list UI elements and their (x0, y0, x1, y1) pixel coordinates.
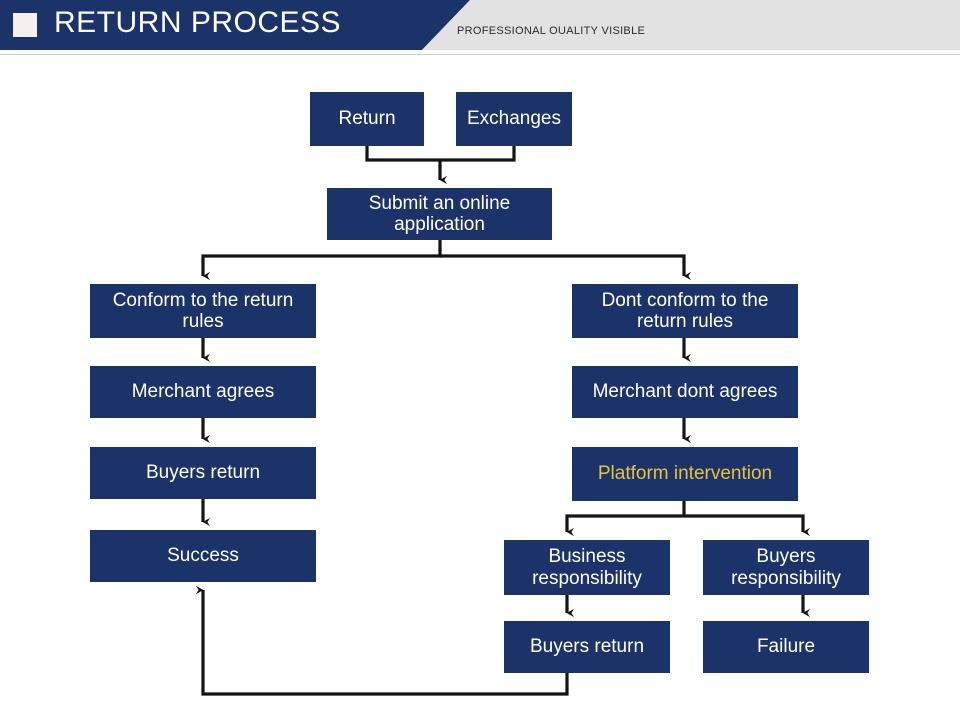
node-dont-conform-to-return-rules[interactable]: Dont conform to the return rules (572, 284, 798, 338)
edge-submit-split (201, 240, 442, 281)
node-failure[interactable]: Failure (703, 621, 869, 673)
node-label: Buyers return (529, 636, 645, 658)
node-buyers-responsibility[interactable]: Buyers responsibility (703, 540, 869, 595)
node-label: Submit an online application (368, 192, 511, 235)
node-label: Exchanges (466, 108, 561, 130)
edge-submit-split-right (440, 254, 691, 281)
node-label: Platform intervention (597, 463, 773, 485)
node-buyers-return-right[interactable]: Buyers return (504, 621, 670, 673)
node-label: Merchant dont agrees (592, 381, 778, 403)
node-conform-to-return-rules[interactable]: Conform to the return rules (90, 284, 316, 338)
edge-platform-split-right (684, 514, 810, 537)
node-label: Dont conform to the return rules (601, 289, 769, 332)
node-buyers-return-left[interactable]: Buyers return (90, 447, 316, 499)
header-subtitle: PROFESSIONAL OUALITY VISIBLE (457, 25, 646, 37)
node-label: Return (338, 108, 396, 130)
node-platform-intervention[interactable]: Platform intervention (572, 447, 798, 501)
header-bar: RETURN PROCESS PROFESSIONAL OUALITY VISI… (0, 0, 960, 50)
header-gray-panel (422, 0, 960, 50)
node-merchant-dont-agrees[interactable]: Merchant dont agrees (572, 366, 798, 418)
node-label: Conform to the return rules (112, 289, 294, 332)
square-marker-icon (13, 13, 37, 37)
header-divider (0, 50, 960, 55)
edge-buyers-return-right-to-success (196, 585, 569, 696)
node-business-responsibility[interactable]: Business responsibility (504, 540, 670, 595)
node-label: Merchant agrees (131, 381, 275, 403)
node-submit-application[interactable]: Submit an online application (327, 188, 552, 240)
header-blue-panel (0, 0, 470, 50)
node-merchant-agrees[interactable]: Merchant agrees (90, 366, 316, 418)
node-label: Buyers responsibility (731, 546, 841, 589)
edge-return-to-submit (365, 146, 516, 162)
node-label: Buyers return (145, 462, 261, 484)
node-label: Business responsibility (532, 546, 642, 589)
node-label: Success (167, 545, 239, 567)
node-exchanges[interactable]: Exchanges (456, 92, 572, 146)
node-return[interactable]: Return (310, 92, 424, 146)
node-label: Failure (756, 636, 816, 658)
page-title: RETURN PROCESS (54, 6, 342, 39)
edge-platform-split-left (565, 501, 686, 537)
node-success[interactable]: Success (90, 530, 316, 582)
